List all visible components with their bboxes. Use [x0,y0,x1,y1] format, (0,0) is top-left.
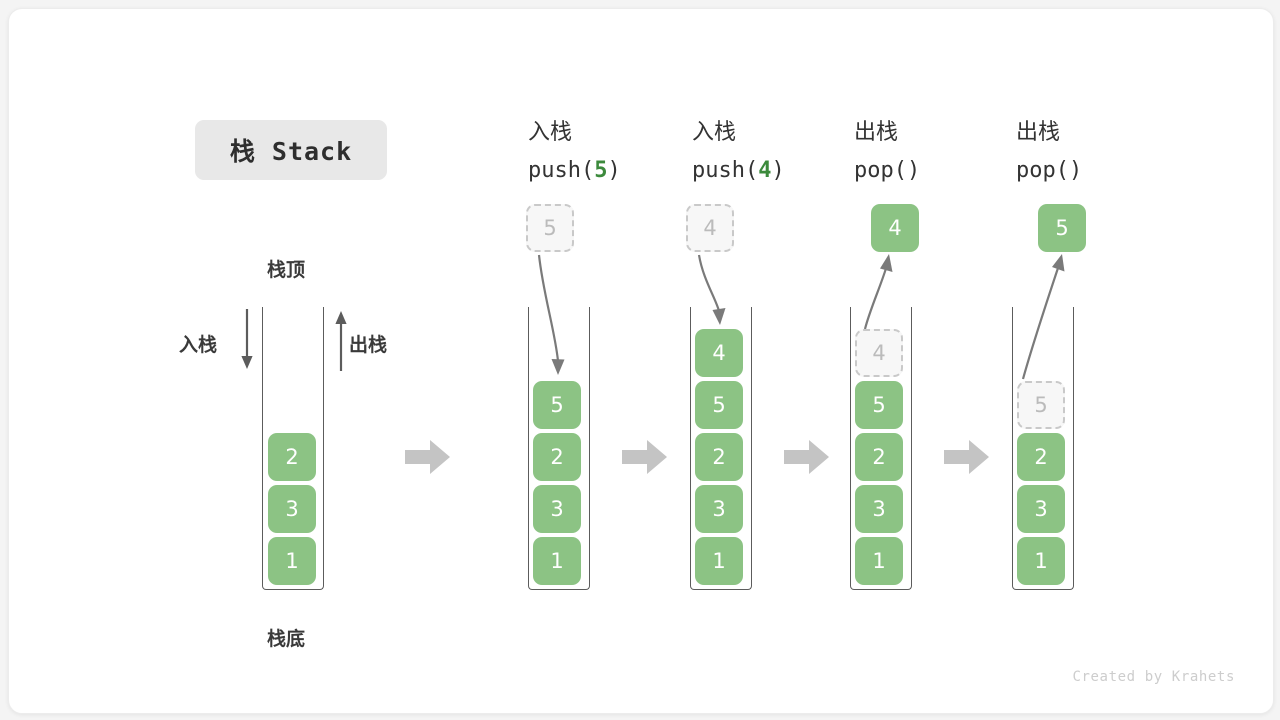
step-arrow-icon [405,437,451,477]
stack-cell: 2 [268,433,316,481]
ghost-cell-pop-1: 4 [855,329,903,377]
push-motion-arrow-icon [529,253,589,383]
stack-cells-push-5: 5 2 3 1 [533,381,581,585]
column-header-push-4: 入栈 push(4) [692,114,785,190]
stack-cell: 3 [695,485,743,533]
stack-cell: 1 [855,537,903,585]
stack-cell: 3 [268,485,316,533]
stack-tube-push-5 [528,307,590,590]
page-title: 栈 Stack [229,137,353,166]
stack-cell: 2 [1017,433,1065,481]
op-suffix: ) [607,158,621,183]
floating-cell-push-4: 4 [686,204,734,252]
stack-cell: 1 [533,537,581,585]
stack-cell: 5 [533,381,581,429]
stack-cell: 5 [695,381,743,429]
stack-cell: 1 [268,537,316,585]
stack-tube-pop-1 [850,307,912,590]
stack-cell: 1 [695,537,743,585]
diagram-card: 栈 Stack 栈顶 入栈 出栈 2 3 1 栈底 入栈 push(5) [8,8,1274,714]
op-prefix: push( [692,158,759,183]
stack-cell: 4 [695,329,743,377]
column-header-pop-1: 出栈 pop() [854,114,920,190]
op-suffix: ) [906,158,921,183]
column-header-cjk: 入栈 [692,120,737,145]
stack-cell: 5 [855,381,903,429]
op-suffix: ) [1068,158,1083,183]
stack-cells-initial: 2 3 1 [268,433,316,585]
op-prefix: pop( [1016,158,1069,183]
floating-cell-pop-1: 4 [871,204,919,252]
stack-cells-push-4: 4 5 2 3 1 [695,329,743,585]
stack-cell: 1 [1017,537,1065,585]
stack-cell: 3 [855,485,903,533]
step-arrow-icon [944,437,990,477]
stack-cells-pop-1: 5 2 3 1 [855,381,903,585]
column-header-push-5: 入栈 push(5) [528,114,621,190]
op-arg: 5 [594,158,608,183]
column-header-cjk: 出栈 [854,120,899,145]
ghost-cell-pop-2: 5 [1017,381,1065,429]
push-motion-arrow-icon [689,253,749,333]
floating-cell-push-5: 5 [526,204,574,252]
column-header-op: pop() [1016,152,1082,190]
push-down-arrow-icon [237,309,257,371]
stack-tube-initial [262,307,324,590]
stack-cell: 2 [533,433,581,481]
stack-cell: 2 [695,433,743,481]
stack-tube-pop-2 [1012,307,1074,590]
pop-legend-label: 出栈 [349,334,388,356]
column-header-cjk: 入栈 [528,120,573,145]
column-header-pop-2: 出栈 pop() [1016,114,1082,190]
stack-bottom-label: 栈底 [267,628,306,650]
column-header-op: pop() [854,152,920,190]
pop-motion-arrow-icon [1011,253,1081,383]
pop-motion-arrow-icon [854,253,914,333]
op-suffix: ) [771,158,785,183]
op-prefix: pop( [854,158,907,183]
floating-cell-pop-2: 5 [1038,204,1086,252]
stack-cell: 3 [533,485,581,533]
column-header-cjk: 出栈 [1016,120,1061,145]
stack-cell: 2 [855,433,903,481]
pop-up-arrow-icon [331,309,351,371]
credit-text: Created by Krahets [1072,669,1235,685]
stack-cells-pop-2: 2 3 1 [1017,433,1065,585]
stack-cell: 3 [1017,485,1065,533]
step-arrow-icon [784,437,830,477]
step-arrow-icon [622,437,668,477]
push-legend-label: 入栈 [179,334,218,356]
stack-top-label: 栈顶 [267,259,306,281]
op-prefix: push( [528,158,595,183]
diagram-title-chip: 栈 Stack [195,120,387,180]
column-header-op: push(4) [692,152,785,190]
column-header-op: push(5) [528,152,621,190]
stack-tube-push-4 [690,307,752,590]
op-arg: 4 [758,158,772,183]
